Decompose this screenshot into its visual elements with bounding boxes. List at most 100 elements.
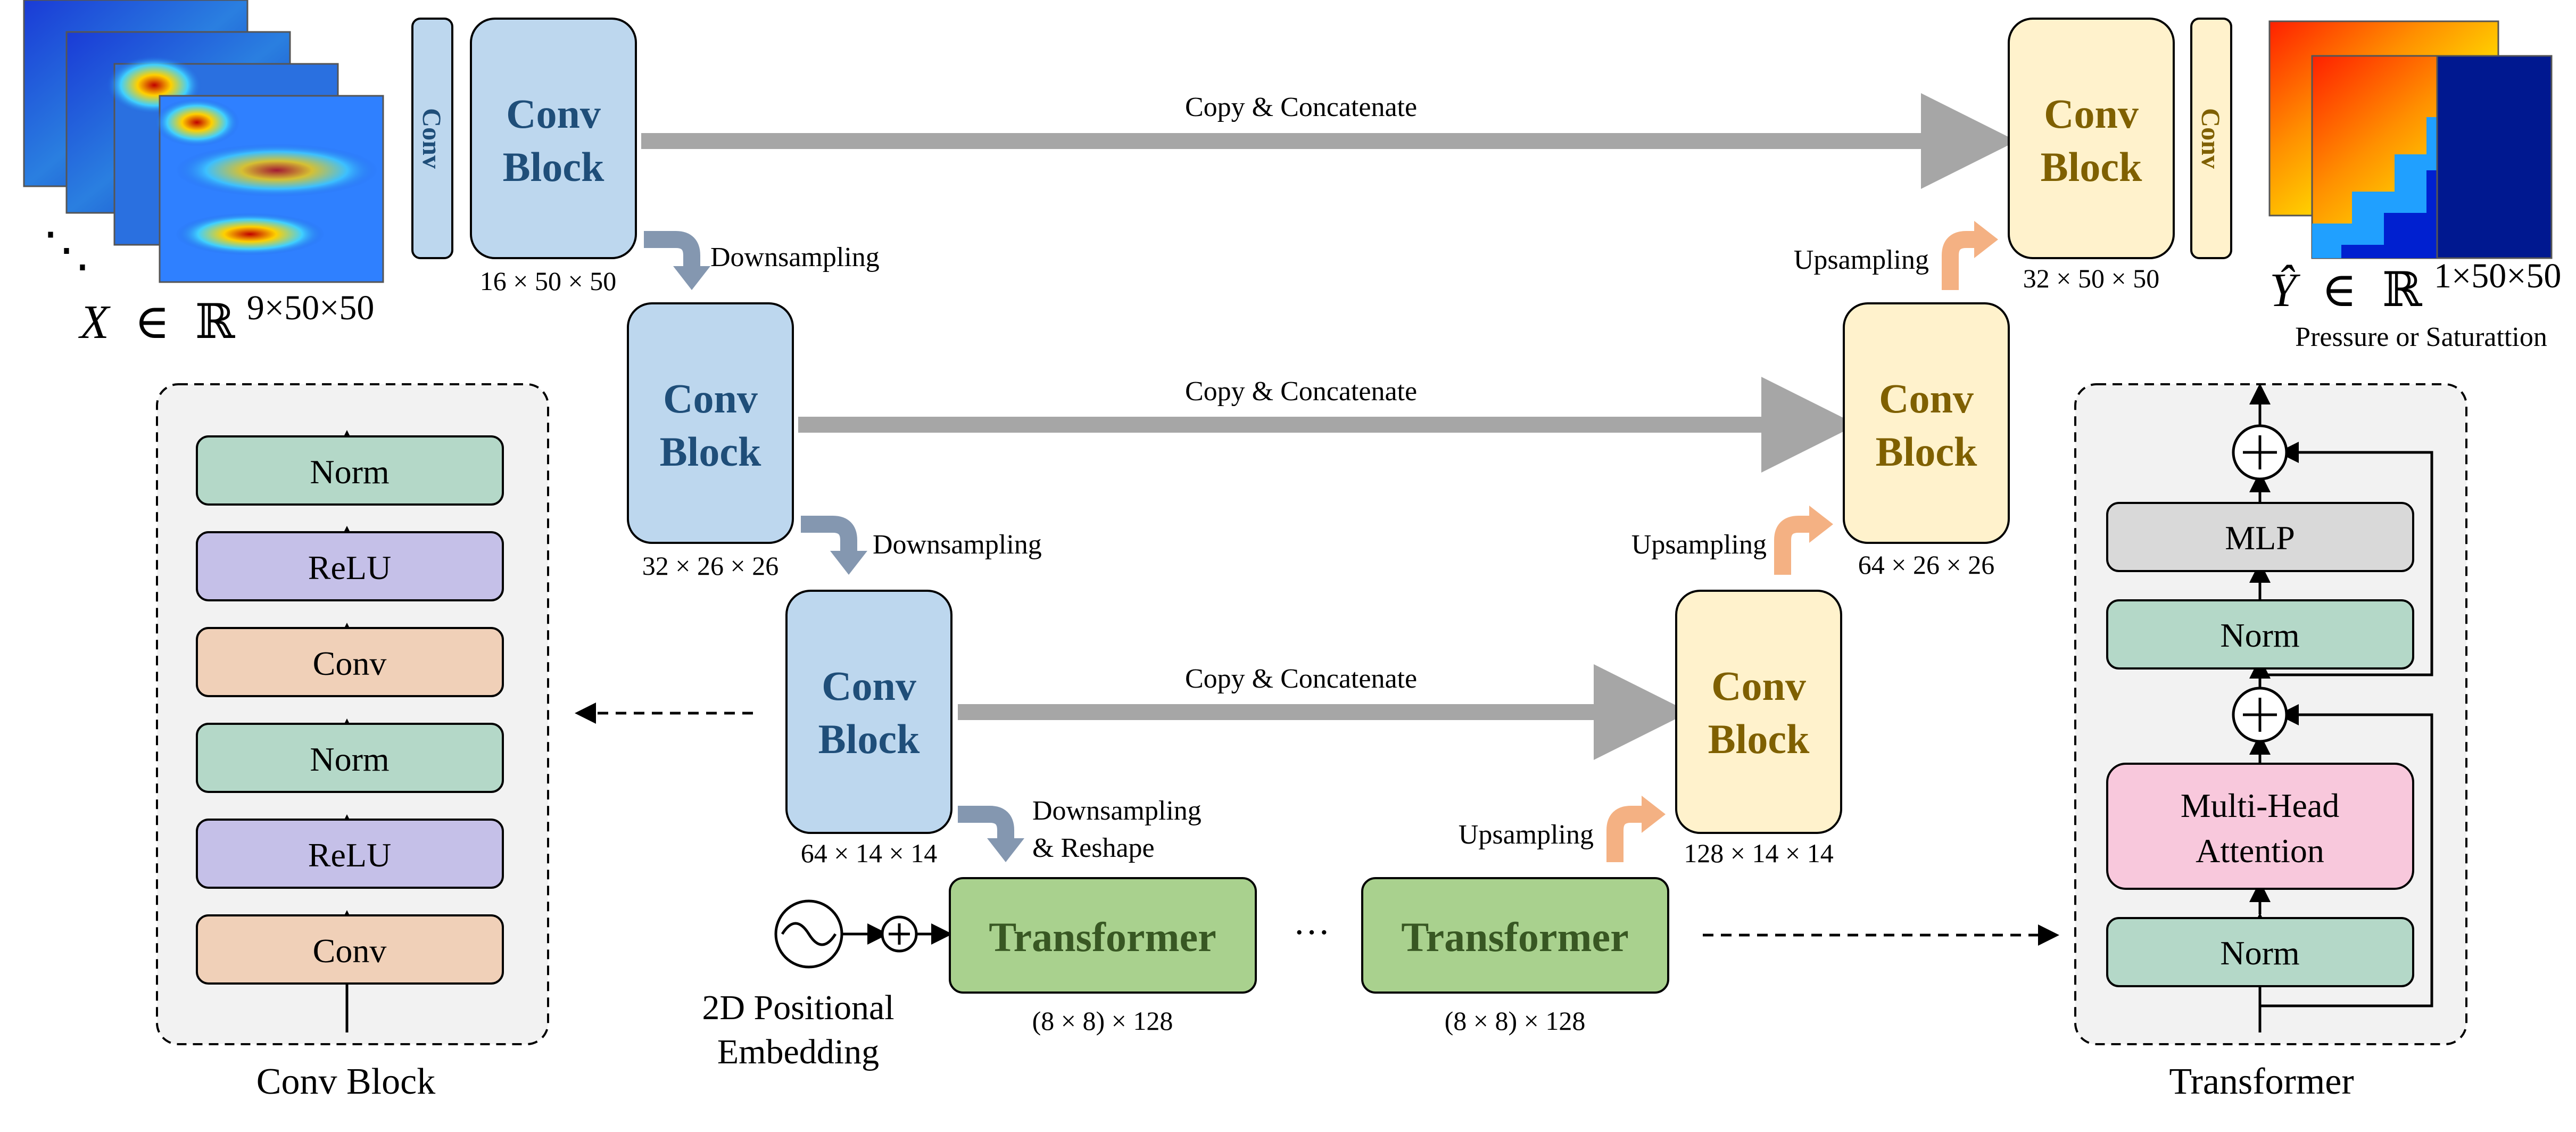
conv-block-detail-panel: Norm ReLU Conv Norm ReLU Conv — [156, 383, 549, 1045]
pos-embedding-label-line1: 2D Positional — [702, 988, 894, 1027]
layer-relu — [196, 531, 504, 601]
downsampling-arrow-1 — [644, 231, 710, 290]
conv-block-label-line1: Conv — [1879, 375, 1974, 422]
decoder-conv-layer-label: Conv — [2196, 108, 2226, 169]
input-heatmap-stack — [23, 0, 384, 283]
conv-block-label-line1: Conv — [1711, 663, 1806, 709]
layer-label: ReLU — [308, 836, 391, 874]
copy-concat-label-3: Copy & Concatenate — [1185, 664, 1417, 694]
input-member: ∈ — [134, 296, 170, 349]
dim-transformer1: (8 × 8) × 128 — [1032, 1006, 1173, 1036]
output-caption: Pressure or Saturattion — [2295, 322, 2547, 352]
layer-norm — [2106, 599, 2414, 670]
dim-enc1: 16 × 50 × 50 — [480, 266, 616, 296]
transformer-block-2: Transformer — [1361, 877, 1669, 994]
layer-norm — [196, 435, 504, 506]
decoder-conv-block-2: Conv Block — [1843, 302, 2010, 544]
layer-label: Multi-Head — [2181, 787, 2340, 824]
decoder-conv-block-3: Conv Block — [1675, 590, 1842, 834]
layer-attention — [2106, 763, 2414, 890]
transformer-detail-panel: MLP Norm Multi-Head Attention Norm — [2074, 383, 2467, 1045]
downsampling-arrow-2 — [801, 516, 867, 575]
layer-label: Conv — [313, 645, 387, 682]
copy-concat-label-1: Copy & Concatenate — [1185, 92, 1417, 122]
output-member: ∈ — [2322, 264, 2357, 317]
encoder-conv-block-2: Conv Block — [627, 302, 794, 544]
conv-block-label-line2: Block — [2041, 144, 2142, 190]
input-hotspot — [176, 213, 325, 255]
upsampling-arrow-3 — [1606, 796, 1666, 862]
upsampling-label-3: Upsampling — [1459, 820, 1594, 850]
layer-conv — [196, 914, 504, 985]
downsampling-reshape-label-line2: & Reshape — [1032, 833, 1155, 863]
dim-dec1: 32 × 50 × 50 — [2023, 263, 2159, 293]
upsampling-label-1: Upsampling — [1794, 245, 1929, 275]
layer-label: Norm — [2220, 616, 2299, 654]
conv-block-label-line1: Conv — [506, 90, 601, 137]
conv-block-label-line1: Conv — [663, 375, 758, 422]
dim-transformer2: (8 × 8) × 128 — [1445, 1006, 1586, 1036]
output-space: ℝ — [2382, 264, 2423, 317]
transformer-ellipsis: ··· — [1293, 912, 1330, 953]
layer-norm — [196, 723, 504, 793]
layer-relu — [196, 819, 504, 889]
transformer-label: Transformer — [989, 914, 1216, 960]
upsampling-arrow-1 — [1942, 221, 1998, 290]
copy-concat-label-2: Copy & Concatenate — [1185, 376, 1417, 407]
conv-block-label-line1: Conv — [822, 663, 916, 709]
residual-path — [2260, 704, 2433, 1007]
layer-label: Norm — [310, 740, 389, 778]
upsampling-arrow-2 — [1774, 506, 1833, 575]
layer-label: Conv — [313, 932, 387, 970]
output-formula: Ŷ ∈ ℝ 1×50×50 — [2269, 257, 2561, 317]
conv-block-label-line2: Block — [660, 428, 761, 475]
downsampling-label-1: Downsampling — [710, 242, 880, 272]
input-symbol: X — [78, 296, 111, 349]
decoder-conv-layer — [2190, 18, 2232, 259]
dim-dec3: 128 × 14 × 14 — [1684, 838, 1833, 868]
pos-embedding-label-line2: Embedding — [717, 1032, 879, 1071]
conv-block-label-line2: Block — [818, 716, 920, 762]
downsampling-reshape-label-line1: Downsampling — [1032, 796, 1202, 826]
sine-wave — [781, 922, 837, 946]
layer-conv — [196, 627, 504, 697]
upsampling-label-2: Upsampling — [1631, 530, 1767, 560]
encoder-conv-layer — [411, 18, 453, 259]
layer-label: MLP — [2225, 519, 2295, 557]
input-formula: X ∈ ℝ 9×50×50 — [78, 288, 374, 349]
output-heatmap-3 — [2436, 55, 2553, 259]
conv-block-panel-title: Conv Block — [256, 1061, 435, 1102]
input-hotspot — [176, 144, 378, 197]
residual-path — [2260, 442, 2433, 676]
encoder-conv-block-1: Conv Block — [470, 18, 637, 259]
input-ellipsis: ⋱ — [43, 224, 90, 277]
conv-block-label-line2: Block — [503, 144, 604, 190]
downsampling-arrow-3 — [958, 806, 1024, 862]
output-heatmap-stack — [2268, 20, 2553, 259]
transformer-panel-title: Transformer — [2169, 1061, 2354, 1102]
dim-enc3: 64 × 14 × 14 — [801, 838, 937, 868]
input-exponent: 9×50×50 — [247, 288, 374, 327]
layer-label: Norm — [2220, 934, 2299, 972]
layer-label: Norm — [310, 453, 389, 491]
input-space: ℝ — [195, 296, 236, 349]
conv-block-label-line1: Conv — [2044, 90, 2139, 137]
dim-enc2: 32 × 26 × 26 — [642, 551, 778, 581]
layer-norm — [2106, 917, 2414, 987]
downsampling-label-2: Downsampling — [873, 530, 1042, 560]
decoder-conv-block-1: Conv Block — [2008, 18, 2175, 259]
input-hotspot — [154, 98, 239, 146]
layer-mlp — [2106, 502, 2414, 572]
encoder-conv-layer-label: Conv — [417, 108, 447, 169]
layer-label: Attention — [2196, 832, 2324, 870]
output-exponent: 1×50×50 — [2434, 257, 2561, 295]
output-symbol: Ŷ — [2269, 264, 2301, 317]
conv-block-label-line2: Block — [1876, 428, 1977, 475]
encoder-conv-block-3: Conv Block — [785, 590, 952, 834]
transformer-label: Transformer — [1401, 914, 1628, 960]
dim-dec2: 64 × 26 × 26 — [1858, 550, 1994, 580]
conv-block-label-line2: Block — [1708, 716, 1810, 762]
layer-label: ReLU — [308, 549, 391, 586]
transformer-block-1: Transformer — [949, 877, 1257, 994]
